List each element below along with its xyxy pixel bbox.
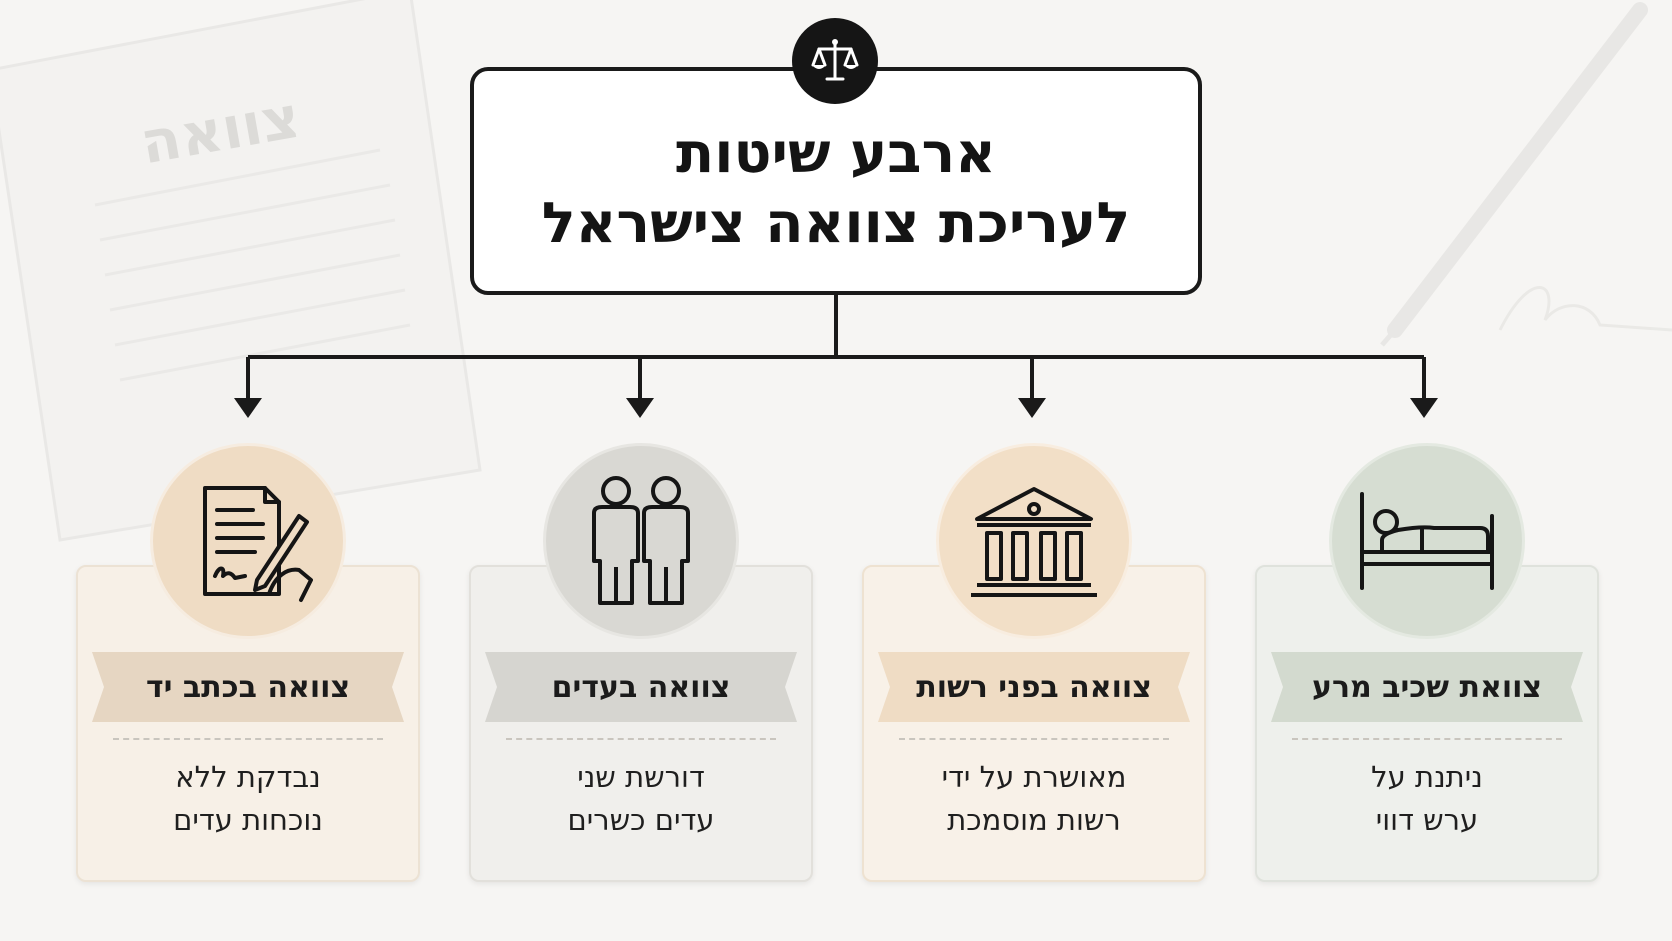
description-line: עדים כשרים [567, 803, 715, 837]
method-description-authority: מאושרת על ידי רשות מוסמכת [874, 756, 1194, 842]
title-box: ארבע שיטות לעריכת צוואה צישראל [470, 67, 1202, 295]
description-line: רשות מוסמכת [947, 803, 1121, 837]
card-divider [506, 738, 776, 740]
two-witnesses-icon [543, 443, 739, 639]
description-line: נוכחות עדים [173, 803, 323, 837]
description-line: ערש דווי [1375, 803, 1479, 837]
method-label-handwritten: צוואה בכתב יד [145, 669, 351, 705]
title-line-1: ארבע שיטות [676, 121, 996, 186]
description-line: נבדקת ללא [175, 760, 321, 794]
method-description-witnesses: דורשת שני עדים כשרים [481, 756, 801, 842]
method-label-deathbed: צוואת שכיב מרע [1311, 669, 1543, 705]
ribbon-authority: צוואה בפני רשות [878, 652, 1190, 722]
ribbon-handwritten: צוואה בכתב יד [92, 652, 404, 722]
person-in-bed-icon [1329, 443, 1525, 639]
card-divider [1292, 738, 1562, 740]
connector-arrow-1 [234, 357, 262, 418]
connector-arrow-3 [1018, 357, 1046, 418]
ribbon-deathbed: צוואת שכיב מרע [1271, 652, 1583, 722]
courthouse-icon [936, 443, 1132, 639]
description-line: דורשת שני [577, 760, 705, 794]
connector-arrow-2 [626, 357, 654, 418]
method-description-handwritten: נבדקת ללא נוכחות עדים [88, 756, 408, 842]
background-pen-icon [1380, 2, 1672, 347]
card-divider [113, 738, 383, 740]
method-label-authority: צוואה בפני רשות [916, 669, 1152, 705]
method-description-deathbed: ניתנת על ערש דווי [1267, 756, 1587, 842]
card-divider [899, 738, 1169, 740]
background-paper-sheet [0, 0, 482, 542]
scales-of-justice-icon [792, 18, 878, 104]
handwritten-document-icon [150, 443, 346, 639]
description-line: ניתנת על [1371, 760, 1483, 794]
method-label-witnesses: צוואה בעדים [551, 669, 731, 705]
ribbon-witnesses: צוואה בעדים [485, 652, 797, 722]
description-line: מאושרת על ידי [941, 760, 1127, 794]
title-line-2: לעריכת צוואה צישראל [541, 191, 1131, 256]
connector-arrow-4 [1410, 357, 1438, 418]
